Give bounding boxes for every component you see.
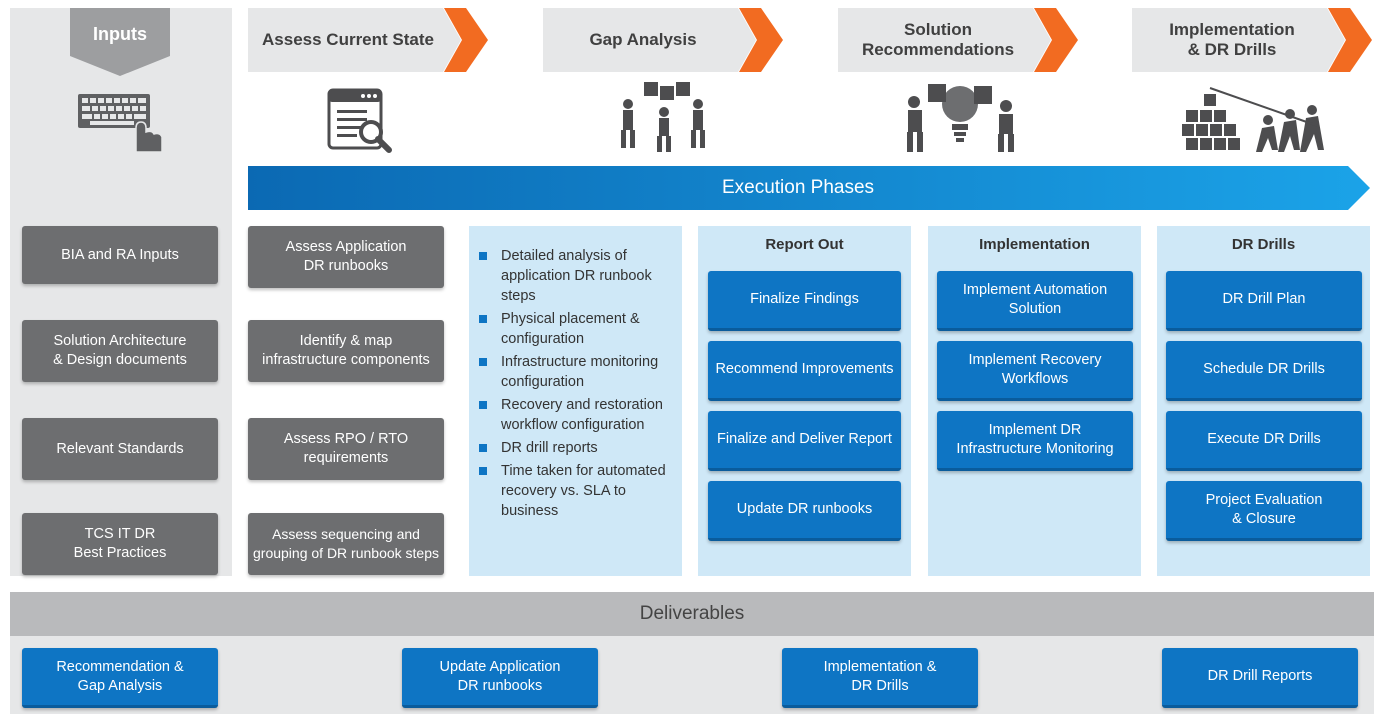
gap-list-item: Physical placement & configuration [479, 309, 672, 349]
phase-arrow-1 [248, 8, 488, 72]
impl-item-workflows: Implement Recovery Workflows [937, 341, 1133, 401]
drill-item-schedule: Schedule DR Drills [1166, 341, 1362, 401]
drill-item-execute: Execute DR Drills [1166, 411, 1362, 471]
report-item-update-runbooks: Update DR runbooks [708, 481, 901, 541]
deliverable-recommendation: Recommendation & Gap Analysis [22, 648, 218, 708]
phase-arrow-2 [543, 8, 783, 72]
assess-item-infra: Identify & map infrastructure components [248, 320, 444, 382]
report-item-deliver: Finalize and Deliver Report [708, 411, 901, 471]
assess-item-sequencing: Assess sequencing and grouping of DR run… [248, 513, 444, 575]
tug-of-war-icon [1182, 87, 1324, 152]
gap-list-item: Time taken for automated recovery vs. SL… [479, 461, 672, 521]
implementation-title: Implementation [979, 236, 1090, 253]
gap-list-item: DR drill reports [479, 438, 672, 458]
gap-list-item: Detailed analysis of application DR runb… [479, 246, 672, 306]
report-item-improvements: Recommend Improvements [708, 341, 901, 401]
phase-title-implementation: Implementation & DR Drills [1169, 20, 1295, 59]
inputs-title: Inputs [93, 24, 147, 44]
deliverable-implementation: Implementation & DR Drills [782, 648, 978, 708]
drill-item-closure: Project Evaluation & Closure [1166, 481, 1362, 541]
gap-analysis-column: Detailed analysis of application DR runb… [469, 226, 682, 576]
deliverables-title: Deliverables [10, 592, 1374, 636]
gap-analysis-list: Detailed analysis of application DR runb… [479, 246, 672, 521]
report-item-findings: Finalize Findings [708, 271, 901, 331]
dr-drills-title: DR Drills [1231, 236, 1296, 253]
execution-phases-label: Execution Phases [721, 177, 875, 198]
drill-item-plan: DR Drill Plan [1166, 271, 1362, 331]
impl-item-monitoring: Implement DR Infrastructure Monitoring [937, 411, 1133, 471]
assess-item-rpo-rto: Assess RPO / RTO requirements [248, 418, 444, 480]
deliverable-drill-reports: DR Drill Reports [1162, 648, 1358, 708]
phase-title-solution: Solution Recommendations [861, 20, 1015, 59]
phase-arrow-3 [838, 8, 1078, 72]
puzzle-bulb-icon [907, 84, 1014, 152]
input-item-bia: BIA and RA Inputs [22, 226, 218, 284]
input-item-standards: Relevant Standards [22, 418, 218, 480]
assess-item-runbooks: Assess Application DR runbooks [248, 226, 444, 288]
puzzle-team-icon [621, 82, 705, 152]
deliverable-update-runbooks: Update Application DR runbooks [402, 648, 598, 708]
input-item-best-practices: TCS IT DR Best Practices [22, 513, 218, 575]
keyboard-icon [78, 94, 163, 153]
inputs-tab [70, 8, 170, 76]
data-search-icon [327, 88, 392, 153]
gap-list-item: Recovery and restoration workflow config… [479, 395, 672, 435]
phase-arrow-4 [1132, 8, 1372, 72]
phase-title-gap: Gap Analysis [589, 30, 697, 49]
report-out-title: Report Out [765, 236, 844, 253]
impl-item-automation: Implement Automation Solution [937, 271, 1133, 331]
input-item-architecture: Solution Architecture & Design documents [22, 320, 218, 382]
gap-list-item: Infrastructure monitoring configuration [479, 352, 672, 392]
execution-phases-arrow [248, 166, 1370, 210]
phase-title-assess: Assess Current State [262, 30, 434, 49]
